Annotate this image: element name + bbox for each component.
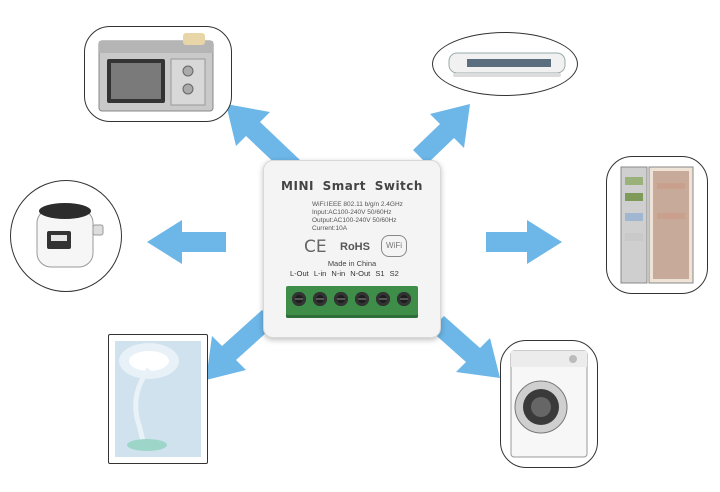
ce-mark: CE: [304, 237, 327, 257]
terminal-screw: [313, 292, 327, 306]
terminal-screw: [292, 292, 306, 306]
air-conditioner-icon: [448, 52, 566, 77]
desk-lamp-frame: [108, 334, 208, 464]
terminal-screw: [397, 292, 411, 306]
refrigerator-frame: [606, 156, 708, 294]
rice-cooker-frame: [10, 180, 122, 292]
microwave-icon: [98, 33, 214, 112]
refrigerator-icon: [620, 166, 694, 284]
terminal-screw: [355, 292, 369, 306]
terminal-screw: [376, 292, 390, 306]
rohs-mark: RoHS: [340, 241, 370, 253]
spec-current: Current:10A: [312, 225, 348, 232]
desk-lamp-icon: [115, 341, 201, 457]
pin-labels: L-Out L-in N-in N-Out S1 S2: [290, 269, 399, 278]
wifi-badge: WiFi: [381, 235, 407, 257]
washing-machine-icon: [510, 350, 588, 458]
arrow-up-right: [413, 104, 470, 164]
device-title: MINI Smart Switch: [281, 179, 423, 193]
spec-input: Input:AC100-240V 50/60Hz: [312, 209, 392, 216]
microwave-frame: [84, 26, 232, 122]
arrow-down-left: [206, 310, 276, 380]
terminal-block: [286, 286, 418, 318]
rice-cooker-icon: [36, 203, 104, 268]
arrow-right: [486, 220, 562, 264]
air-conditioner-frame: [432, 32, 578, 96]
made-in-label: Made in China: [327, 259, 377, 268]
spec-output: Output:AC100-240V 50/60Hz: [312, 217, 397, 224]
terminal-screw: [334, 292, 348, 306]
arrow-left: [147, 220, 226, 264]
washing-machine-frame: [500, 340, 598, 468]
arrow-up-left: [226, 104, 300, 174]
spec-wifi: WiFi:IEEE 802.11 b/g/n 2.4GHz: [312, 201, 403, 208]
smart-switch-device: MINI Smart Switch WiFi:IEEE 802.11 b/g/n…: [263, 160, 441, 338]
arrow-down-right: [430, 316, 500, 378]
